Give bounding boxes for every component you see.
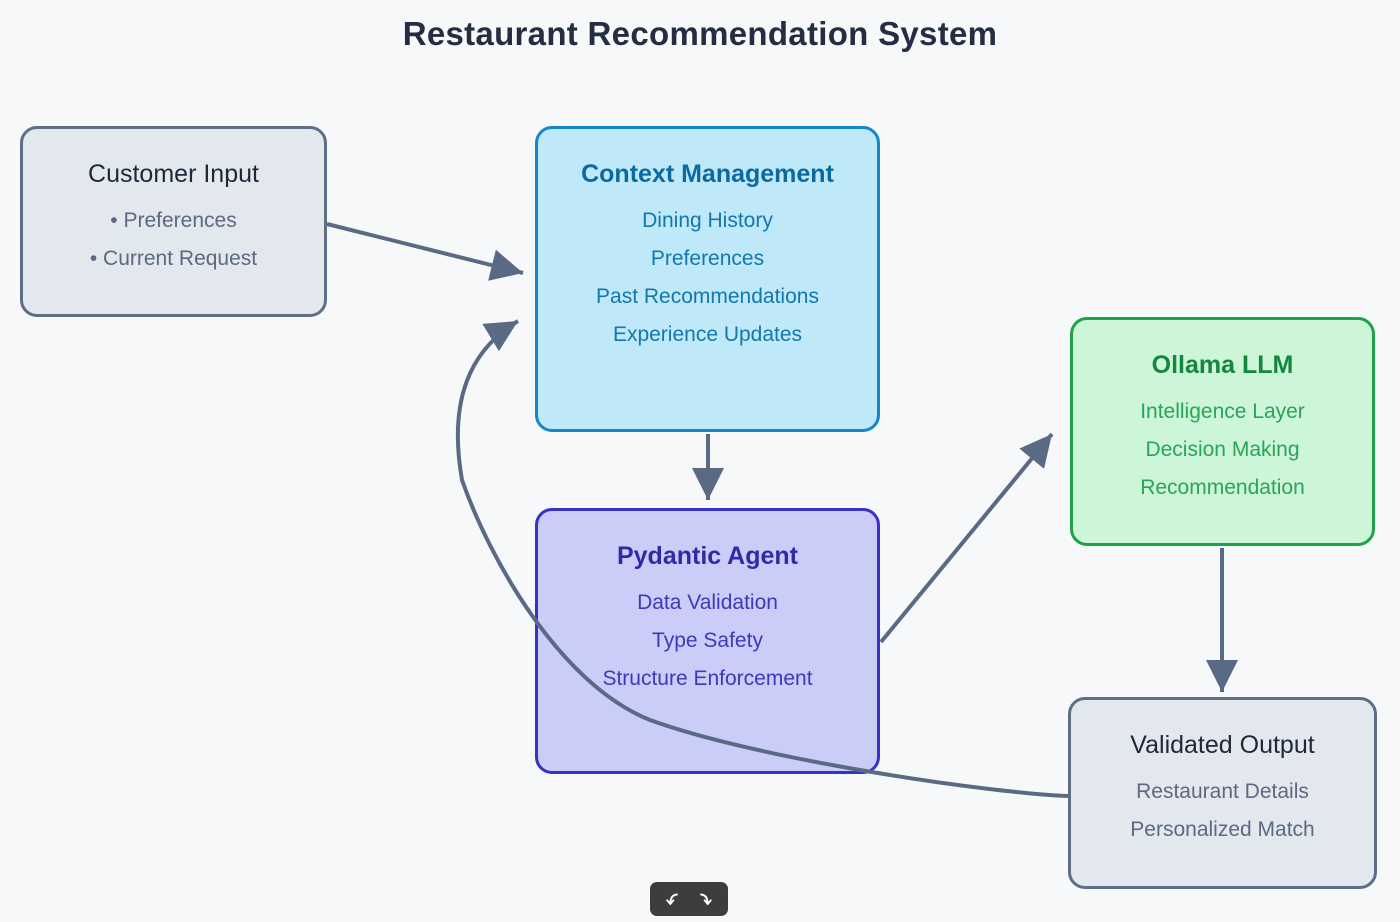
node-item: Structure Enforcement [602, 667, 813, 690]
node-title: Context Management [581, 160, 834, 188]
node-title: Pydantic Agent [616, 542, 799, 570]
node-item: Preferences [650, 247, 765, 270]
node-customer-input: Customer Input • Preferences • Current R… [20, 126, 327, 317]
node-item: Data Validation [637, 591, 778, 614]
node-item: • Preferences [110, 209, 237, 232]
node-title: Validated Output [1130, 731, 1315, 759]
edge-pydantic-agent-to-ollama-llm [879, 432, 1054, 644]
node-item: Type Safety [652, 629, 763, 652]
node-item: Past Recommendations [596, 285, 819, 308]
node-item: Experience Updates [612, 323, 803, 346]
curved-arrow-down-right-icon [699, 893, 712, 905]
node-item: Restaurant Details [1136, 780, 1309, 803]
curved-arrow-down-left-icon [666, 893, 679, 905]
node-items: Restaurant Details Personalized Match [1071, 773, 1374, 849]
node-items: Data Validation Type Safety Structure En… [538, 584, 877, 698]
node-pydantic-agent: Pydantic Agent Data Validation Type Safe… [535, 508, 880, 774]
image-nav-control [650, 882, 728, 916]
node-item: Recommendation [1140, 476, 1305, 499]
node-items: • Preferences • Current Request [23, 202, 324, 278]
node-item: Decision Making [1145, 438, 1300, 461]
nav-curved-arrow-right-button[interactable] [695, 888, 717, 910]
node-items: Intelligence Layer Decision Making Recom… [1073, 393, 1372, 507]
node-item: Intelligence Layer [1140, 400, 1305, 423]
node-item: Personalized Match [1130, 818, 1315, 841]
node-item: • Current Request [89, 247, 258, 270]
edge-customer-input-to-context-management [326, 222, 524, 281]
nav-curved-arrow-left-button[interactable] [661, 888, 683, 910]
node-context-management: Context Management Dining History Prefer… [535, 126, 880, 432]
node-title: Ollama LLM [1151, 351, 1294, 379]
node-item: Dining History [642, 209, 773, 232]
node-ollama-llm: Ollama LLM Intelligence Layer Decision M… [1070, 317, 1375, 546]
page-title: Restaurant Recommendation System [402, 15, 998, 52]
node-validated-output: Validated Output Restaurant Details Pers… [1068, 697, 1377, 889]
node-title: Customer Input [88, 160, 259, 188]
node-items: Dining History Preferences Past Recommen… [538, 202, 877, 354]
